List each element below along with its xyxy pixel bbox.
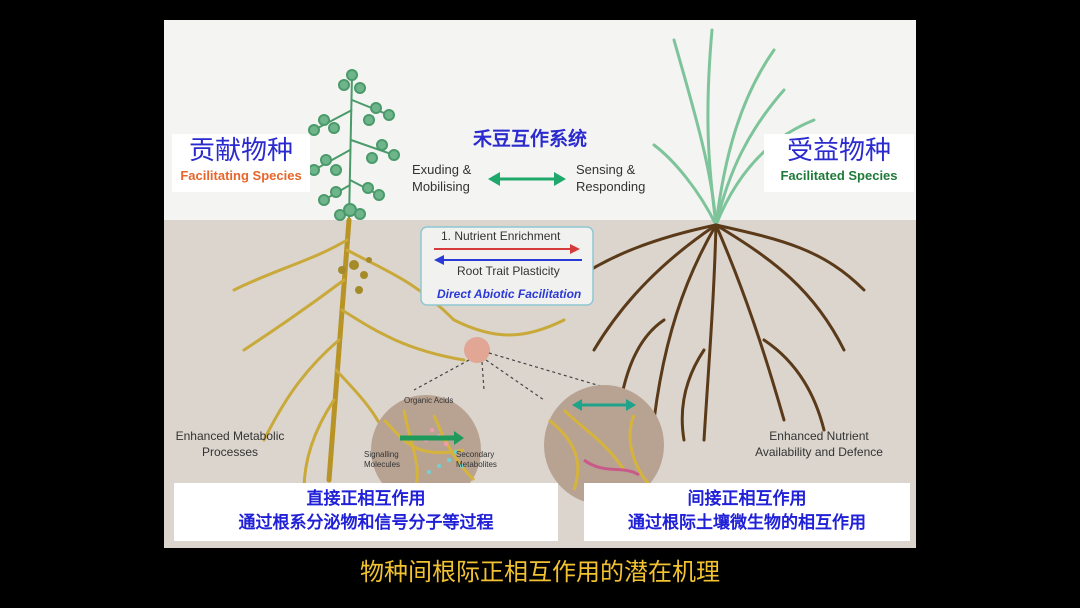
enhanced-metabolic-line1: Enhanced Metabolic [175,429,285,443]
direct-interaction-title: 直接正相互作用 [306,489,426,509]
diagram-slide: 贡献物种 Facilitating Species 受益物种 Facilitat… [164,20,916,548]
direct-interaction-desc: 通过根系分泌物和信号分子等过程 [238,513,494,533]
root-nodules [338,257,372,294]
enhanced-nutrient-line2: Availability and Defence [755,445,883,459]
signalling-molecules-label: Signalling Molecules [364,450,400,470]
diagram-artwork [164,20,916,548]
cereal-shoot [652,28,816,227]
exuding-label: Exuding & Mobilising [412,161,482,195]
mechanism-box [420,226,594,306]
direct-abiotic-facilitation-label: Direct Abiotic Facilitation [437,287,582,301]
enhanced-metabolic-line2: Processes [201,445,259,459]
organic-acids-label: Organic Acids [404,396,454,405]
legume-roots [232,217,566,492]
facilitated-species-label: 受益物种 Facilitated Species [764,134,914,192]
mechanism-box-text: 1. Nutrient Enrichment Root Trait Plasti… [421,227,593,305]
facilitated-species-cn: 受益物种 [786,136,891,166]
facilitating-species-en: Facilitating Species [180,168,302,183]
sensing-line2: Responding [576,179,646,194]
facilitating-species-cn: 贡献物种 [188,136,293,166]
direct-interaction-box: 直接正相互作用 通过根系分泌物和信号分子等过程 [174,483,558,541]
facilitated-species-en: Facilitated Species [780,168,898,183]
exchange-arrow [488,172,566,186]
enhanced-nutrient-line1: Enhanced Nutrient [769,429,869,443]
center-title: 禾豆互作系统 [472,128,587,150]
interaction-point [464,337,490,363]
exuding-line1: Exuding & [412,162,472,177]
zoom-lines [413,352,615,401]
slide-caption: 物种间根际正相互作用的潜在机理 [360,558,720,586]
exuding-line2: Mobilising [412,179,470,194]
sensing-line1: Sensing & [576,162,636,177]
secondary-line1: Secondary [456,450,495,459]
secondary-metabolites-label: Secondary Metabolites [456,450,497,470]
enhanced-nutrient-label: Enhanced Nutrient Availability and Defen… [744,428,894,460]
signalling-line2: Molecules [364,460,401,469]
indirect-interaction-title: 间接正相互作用 [687,489,807,509]
nutrient-arrow [434,244,580,254]
indirect-interaction-box: 间接正相互作用 通过根际土壤微生物的相互作用 [584,483,910,541]
enhanced-metabolic-label: Enhanced Metabolic Processes [168,428,292,460]
plasticity-arrow [434,255,582,265]
root-trait-plasticity-label: Root Trait Plasticity [457,264,560,278]
sensing-label: Sensing & Responding [576,161,666,195]
secondary-line2: Metabolites [456,460,497,469]
zoom-left-arrow [400,431,464,445]
signalling-line1: Signalling [364,450,399,459]
facilitating-species-label: 贡献物种 Facilitating Species [172,134,310,192]
legume-shoot [308,69,400,221]
center-title-box: 禾豆互作系统 [414,122,646,156]
zoom-right-arrow [572,399,636,411]
indirect-interaction-desc: 通过根际土壤微生物的相互作用 [628,513,866,533]
nutrient-enrichment-label: 1. Nutrient Enrichment [441,229,561,243]
microbe-worm [583,458,640,477]
